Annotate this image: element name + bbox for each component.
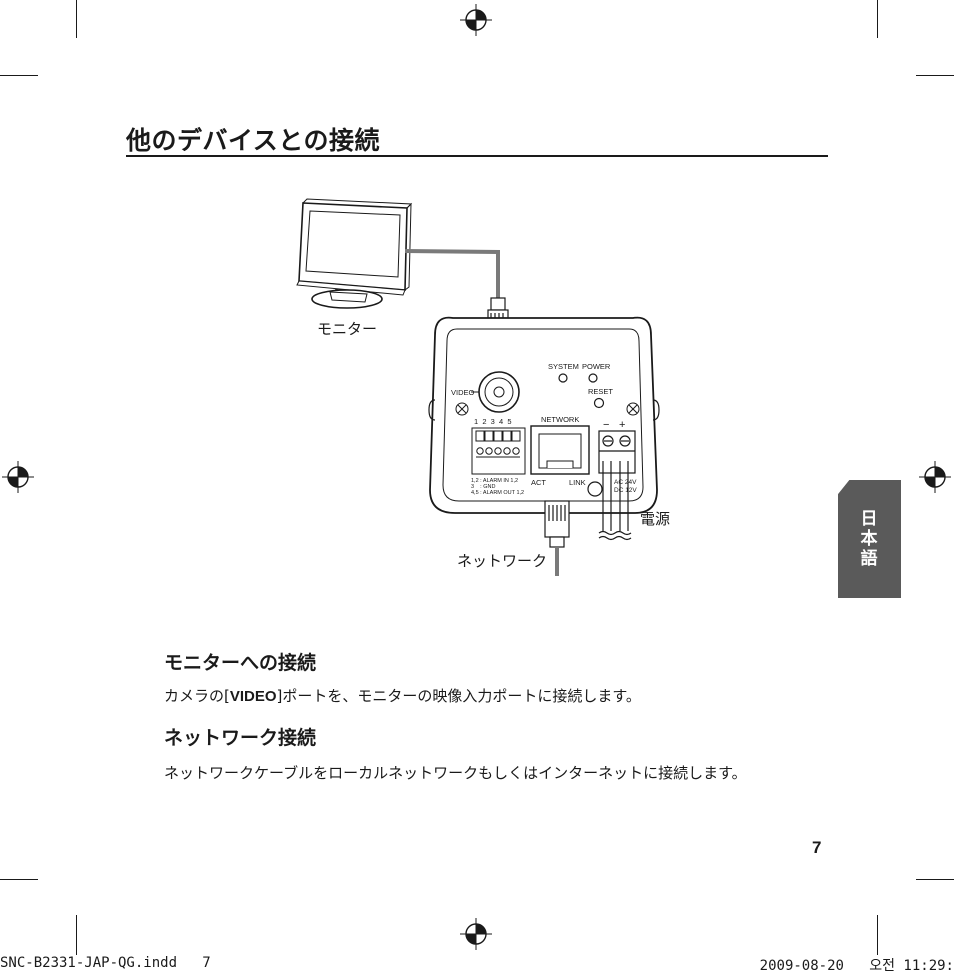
reset-button-label: RESET (588, 387, 613, 396)
voltage-label-dc: DC 12V (614, 487, 637, 494)
video-connector-icon (471, 371, 520, 413)
registration-mark-left-icon (2, 461, 34, 493)
network-port-label: NETWORK (541, 415, 579, 424)
power-led-label: POWER (582, 362, 611, 371)
reset-button-icon (593, 397, 605, 409)
network-connection-heading: ネットワーク接続 (164, 727, 317, 749)
monitor-label: モニター (317, 320, 378, 338)
minus-label: − (603, 419, 609, 431)
power-terminal-block (598, 430, 636, 474)
crop-mark-bottom-left-h (0, 879, 38, 880)
connection-diagram: VIDEO SYSTEM POWER RESET 1 2 3 4 5 1,2 :… (296, 198, 660, 576)
alarm-terminal-block (471, 427, 526, 475)
dc-jack-icon (587, 481, 603, 497)
system-led-label: SYSTEM (548, 362, 579, 371)
crop-mark-top-left-v (76, 0, 77, 38)
video-port-label: VIDEO (451, 388, 475, 397)
alarm-legend-line-3: 4,5 : ALARM OUT 1,2 (471, 490, 524, 496)
monitor-illustration (296, 198, 413, 309)
alarm-legend-line-2: 3 : GND (471, 484, 495, 490)
alarm-legend-line-1: 1,2 : ALARM IN 1,2 (471, 478, 518, 484)
crop-mark-top-right-v (877, 0, 878, 38)
system-led-icon (558, 373, 568, 383)
screw-right-icon (626, 402, 640, 416)
registration-mark-bottom-icon (460, 918, 492, 950)
footer-file-name: SNC-B2331-JAP-QG.indd 7 (0, 955, 211, 971)
registration-mark-right-icon (919, 461, 951, 493)
voltage-label-ac: AC 24V (614, 479, 637, 486)
crop-mark-top-left-h (0, 75, 38, 76)
monitor-connection-body: カメラの[VIDEO]ポートを、モニターの映像入力ポートに接続します。 (164, 685, 641, 706)
registration-mark-top-icon (460, 4, 492, 36)
page-title: 他のデバイスとの接続 (126, 126, 381, 155)
footer-date-time: 2009-08-20 오전 11:29: (759, 958, 954, 974)
crop-mark-bottom-left-v (76, 915, 77, 955)
language-tab (838, 480, 901, 598)
monitor-body-after: ]ポートを、モニターの映像入力ポートに接続します。 (276, 687, 641, 705)
power-wires (598, 461, 632, 541)
page-number: 7 (812, 838, 822, 857)
network-connection-body: ネットワークケーブルをローカルネットワークもしくはインターネットに接続します。 (164, 764, 747, 782)
title-underline (126, 155, 828, 157)
network-port-icon (530, 425, 590, 475)
act-led-label: ACT (531, 478, 546, 487)
language-tab-label: 日本語 (856, 509, 877, 569)
network-label: ネットワーク (457, 552, 548, 570)
monitor-body-before: カメラの[ (164, 687, 230, 705)
plus-label: + (619, 419, 625, 431)
link-led-label: LINK (569, 478, 586, 487)
rj45-plug-icon (544, 500, 570, 548)
power-led-icon (588, 373, 598, 383)
crop-mark-bottom-right-v (877, 915, 878, 955)
power-label: 電源 (640, 510, 671, 528)
video-port-name: VIDEO (229, 688, 277, 705)
terminal-numbers: 1 2 3 4 5 (474, 417, 512, 426)
monitor-connection-heading: モニターへの接続 (164, 652, 317, 674)
screw-left-icon (455, 402, 469, 416)
crop-mark-bottom-right-h (916, 879, 954, 880)
crop-mark-top-right-h (916, 75, 954, 76)
